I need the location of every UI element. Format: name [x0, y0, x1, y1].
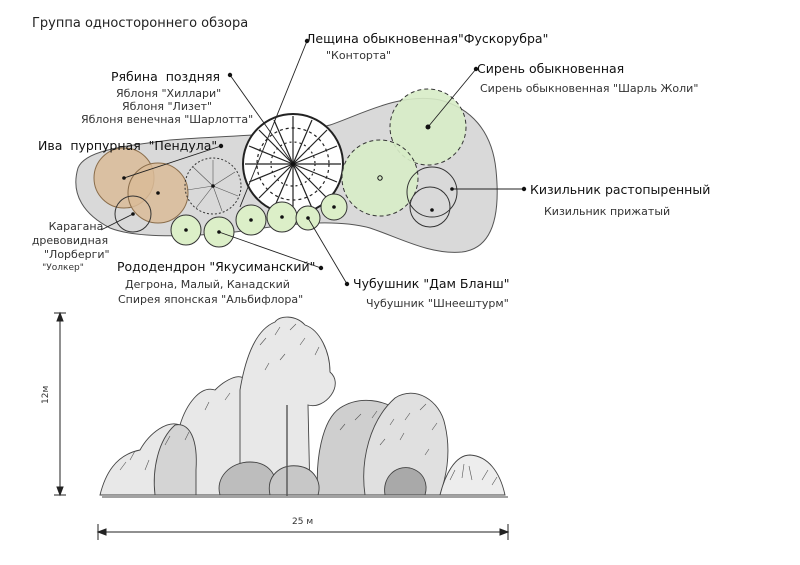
label-willow: Ива пурпурная "Пендула" [38, 138, 218, 153]
width-dimension-line [96, 524, 510, 540]
label-apple-1: Яблоня "Хиллари" [116, 87, 222, 100]
height-dimension-line [54, 311, 66, 497]
label-hazel-variety: "Конторта" [326, 49, 392, 62]
label-caragana-3: "Лорберги" [44, 248, 110, 261]
plan-view [75, 38, 527, 287]
label-rhododendron: Рододендрон "Якусиманский" [117, 259, 316, 274]
height-dimension-label: 12м [41, 385, 51, 404]
label-lilac: Сирень обыкновенная [477, 61, 625, 76]
diagram-title: Группа одностороннего обзора [32, 16, 249, 31]
label-apple-3: Яблоня венечная "Шарлотта" [81, 113, 254, 126]
rowan-crown-hatch [186, 160, 239, 212]
label-rhododendron-varieties: Дегрона, Малый, Канадский [125, 278, 290, 291]
label-caragana-1: Карагана [48, 220, 104, 233]
label-cotoneaster-variety: Кизильник прижатый [544, 205, 671, 218]
lilac-crown-2 [341, 139, 419, 217]
label-cotoneaster: Кизильник растопыренный [530, 182, 711, 197]
label-mock-orange: Чубушник "Дам Бланш" [353, 276, 510, 291]
label-lilac-variety: Сирень обыкновенная "Шарль Жоли" [480, 82, 699, 95]
label-caragana-4: "Уолкер" [42, 263, 84, 273]
label-apple-2: Яблоня "Лизет" [122, 100, 213, 113]
foliage-texture [119, 323, 498, 486]
shrub-masses [99, 316, 506, 496]
label-hazel: Лещина обыкновенная"Фускорубра" [306, 31, 549, 46]
leader-lines [100, 40, 524, 285]
label-rowan: Рябина поздняя [111, 69, 221, 84]
label-caragana-2: древовидная [31, 234, 109, 247]
cotoneaster-crown-2 [409, 186, 451, 228]
width-dimension-label: 25 м [292, 517, 314, 527]
elevation-view [54, 311, 510, 540]
leader-dots [122, 38, 527, 287]
cotoneaster-crown-1 [406, 166, 458, 218]
caragana-crown [114, 195, 152, 233]
label-spirea: Спирея японская "Альбифлора" [118, 293, 304, 306]
label-mock-orange-variety: Чубушник "Шнеештурм" [366, 297, 509, 310]
rowan-crown [184, 157, 242, 215]
